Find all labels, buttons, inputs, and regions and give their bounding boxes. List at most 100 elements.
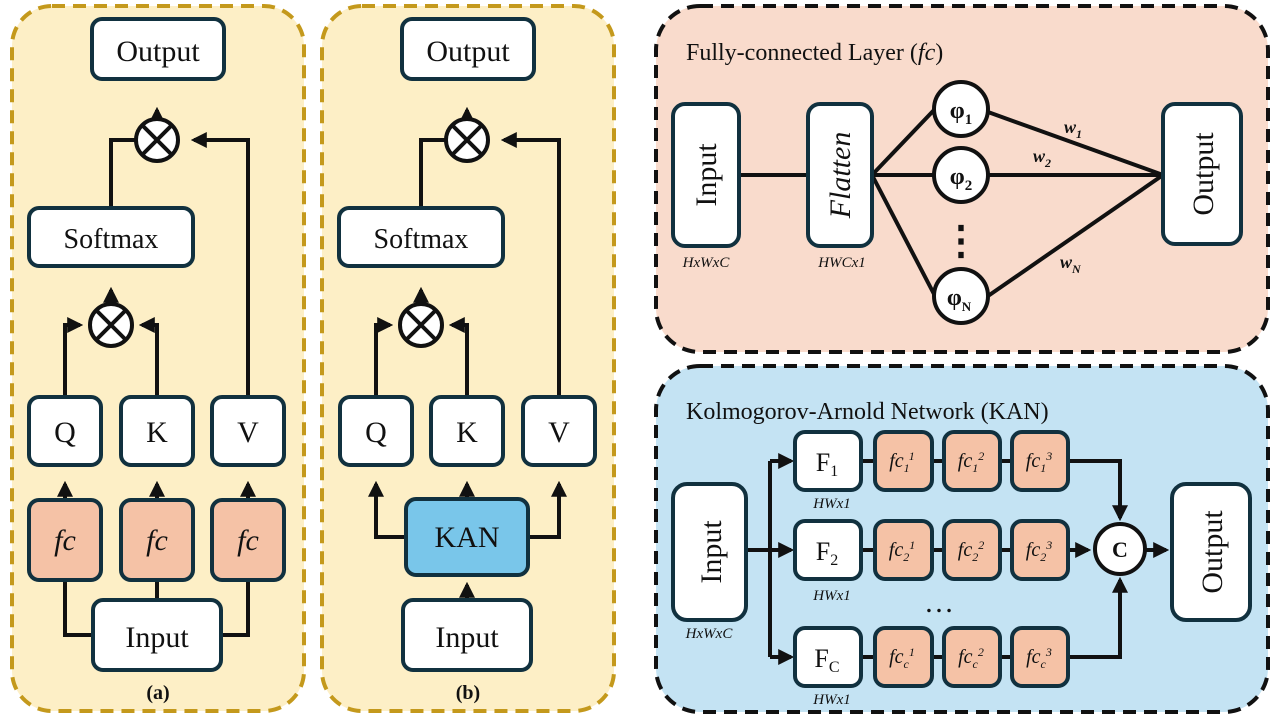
kan-row-ellipsis: … [924, 586, 954, 619]
multiply-operator-bottom [398, 302, 444, 348]
f-label-c: FC [814, 644, 839, 676]
kan-row-1: F1 HWx1 fc11 fc12 fc13 [793, 430, 1070, 512]
softmax-box [337, 206, 505, 268]
kan-label: KAN [435, 521, 500, 554]
multiply-operator-bottom [88, 302, 134, 348]
phi-n-label: φN [947, 285, 972, 314]
q-box [27, 395, 103, 467]
fc-input-label: Input [690, 143, 723, 207]
fc-block-2-2-label: fc22 [958, 538, 984, 564]
f-label-1: F1 [816, 448, 838, 480]
output-label: Output [426, 35, 510, 68]
fc-block-1-3 [1010, 430, 1070, 492]
fc-panel-title: Fully-connected Layer (fc) [686, 40, 943, 66]
kan-output-box [1170, 482, 1252, 622]
flatten-box [806, 102, 874, 248]
fc-panel: Fully-connected Layer (fc) Input HxWxC F… [654, 4, 1270, 354]
q-box [338, 395, 414, 467]
softmax-label: Softmax [374, 224, 469, 255]
panel-a: Output Softmax Q K V fc fc fc Input (a) [10, 4, 306, 713]
fc-box-q [27, 498, 103, 582]
kan-input-dim: HxWxC [685, 626, 734, 642]
multiply-operator-top [134, 117, 180, 163]
f-dim-2: HWx1 [812, 588, 851, 604]
v-box [521, 395, 597, 467]
phi-node-2: φ2 [932, 146, 990, 204]
phi-ellipsis: ⋮ [941, 218, 981, 263]
k-label: K [146, 416, 168, 449]
fc-block-2-2 [942, 519, 1002, 581]
fc-block-2-3-label: fc23 [1026, 538, 1052, 564]
phi-1-label: φ1 [950, 98, 972, 128]
fc-label-v: fc [237, 524, 259, 557]
concat-label: C [1112, 537, 1128, 562]
v-label: V [548, 416, 570, 449]
f-dim-c: HWx1 [812, 692, 851, 708]
f-box-1 [793, 430, 863, 492]
fc-block-c-3-label: fcc3 [1026, 645, 1052, 671]
output-box [400, 17, 536, 81]
fc-input-box [671, 102, 741, 248]
kan-input-box [671, 482, 748, 622]
k-box [119, 395, 195, 467]
multiply-operator-top [444, 117, 490, 163]
flatten-dim: HWCx1 [817, 255, 866, 271]
weight-1: w1 [1064, 117, 1082, 141]
input-label: Input [125, 621, 189, 654]
k-box [429, 395, 505, 467]
phi-2-label: φ2 [950, 164, 972, 194]
weight-n: wN [1060, 252, 1082, 276]
phi-node-n: φN [932, 267, 990, 325]
kan-panel-title: Kolmogorov-Arnold Network (KAN) [686, 399, 1049, 425]
fc-output-box [1161, 102, 1243, 246]
fc-block-c-1-label: fcc1 [889, 645, 915, 671]
caption-b: (b) [456, 682, 480, 704]
kan-output-label: Output [1196, 510, 1229, 594]
fc-block-c-1 [873, 626, 934, 688]
fc-block-c-2-label: fcc2 [958, 645, 984, 671]
output-label: Output [116, 35, 200, 68]
fc-connectors [739, 107, 1165, 298]
softmax-box [27, 206, 195, 268]
fc-block-2-1-label: fc21 [889, 538, 915, 564]
f-dim-1: HWx1 [812, 496, 851, 512]
v-box [210, 395, 286, 467]
fc-label-k: fc [146, 524, 168, 557]
fc-block-1-1 [873, 430, 934, 492]
f-box-c [793, 626, 863, 688]
fc-block-c-3 [1010, 626, 1070, 688]
input-label: Input [435, 621, 499, 654]
input-box [91, 598, 223, 672]
fc-block-c-2 [942, 626, 1002, 688]
fc-block-1-3-label: fc13 [1026, 449, 1052, 475]
flatten-label: Flatten [824, 132, 857, 220]
kan-panel: Kolmogorov-Arnold Network (KAN) Input Hx… [654, 364, 1270, 714]
v-label: V [237, 416, 259, 449]
phi-node-1: φ1 [932, 80, 990, 138]
fc-block-1-2 [942, 430, 1002, 492]
q-label: Q [54, 416, 76, 449]
fc-block-2-1 [873, 519, 934, 581]
concat-node: C [1093, 522, 1147, 576]
f-box-2 [793, 519, 863, 581]
fc-box-k [119, 498, 195, 582]
weight-2: w2 [1033, 146, 1051, 170]
softmax-label: Softmax [64, 224, 159, 255]
fc-box-v [210, 498, 286, 582]
kan-row-c: FC HWx1 fcc1 fcc2 fcc3 [793, 626, 1070, 708]
q-label: Q [365, 416, 387, 449]
fc-output-label: Output [1187, 132, 1220, 216]
output-box [90, 17, 226, 81]
panel-b: Output Softmax Q K V KAN Input (b) [320, 4, 616, 713]
fc-block-2-3 [1010, 519, 1070, 581]
caption-a: (a) [146, 682, 169, 704]
kan-box [404, 497, 530, 577]
input-box [401, 598, 533, 672]
k-label: K [456, 416, 478, 449]
fc-label-q: fc [54, 524, 76, 557]
fc-input-dim: HxWxC [682, 255, 731, 271]
fc-block-1-1-label: fc11 [889, 449, 915, 475]
kan-input-label: Input [695, 520, 728, 584]
fc-block-1-2-label: fc12 [958, 449, 984, 475]
f-label-2: F2 [816, 537, 838, 569]
